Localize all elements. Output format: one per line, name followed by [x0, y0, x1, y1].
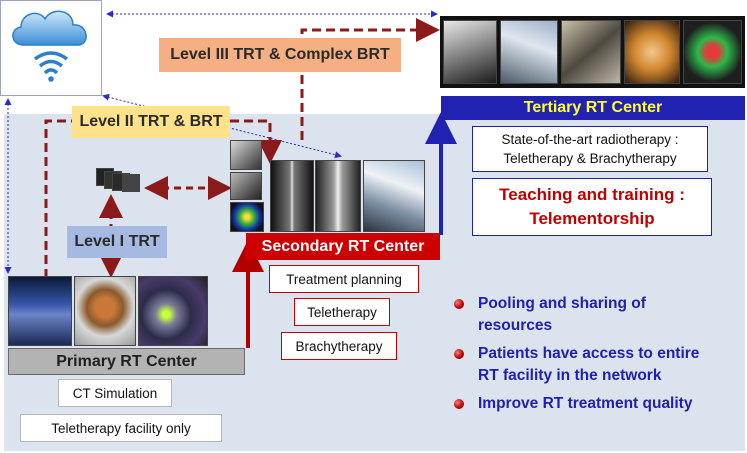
cloud-wifi-icon [12, 10, 87, 82]
benefit-line2: RT facility in the network [478, 367, 662, 384]
tertiary-center-header: Tertiary RT Center [441, 96, 745, 120]
ct-simulation-box: CT Simulation [58, 379, 172, 407]
level3-label: Level III TRT & Complex BRT [159, 38, 401, 72]
xray-spine-image-2 [315, 160, 361, 232]
benefit-line1: Pooling and sharing of [478, 295, 646, 312]
ct-scan-image [8, 276, 72, 346]
brachytherapy-box: Brachytherapy [281, 332, 397, 360]
teaching-training-box: Teaching and training : Telementorship [472, 178, 712, 236]
teaching-line2: Telementorship [529, 209, 655, 228]
linac-image-2 [500, 20, 558, 84]
level2-arrow [44, 119, 270, 278]
ct-scanner-image [138, 276, 208, 346]
brachytherapy-image [624, 20, 680, 84]
planning-image-1 [230, 140, 262, 170]
tertiary-description-line1: State-of-the-art radiotherapy : [501, 132, 679, 147]
linac-image-1 [443, 20, 497, 84]
benefits-list: Pooling and sharing of resources Patient… [454, 293, 742, 415]
planning-image-2 [230, 172, 262, 200]
tertiary-equipment-images [440, 16, 745, 88]
secondary-small-images [230, 140, 268, 232]
benefit-line1: Patients have access to entire [478, 345, 700, 362]
bullet-icon [454, 299, 464, 309]
bullet-icon [454, 399, 464, 409]
tertiary-description-line2: Teletherapy & Brachytherapy [503, 151, 677, 166]
cloud-server-box [0, 0, 102, 96]
level3-arrow [300, 30, 434, 140]
primary-center-header: Primary RT Center [8, 348, 245, 375]
secondary-center-header: Secondary RT Center [246, 233, 440, 260]
bullet-icon [454, 349, 464, 359]
treatment-planning-box: Treatment planning [269, 265, 419, 293]
benefit-item: Pooling and sharing of resources [454, 293, 742, 337]
teaching-line1: Teaching and training : [499, 185, 685, 204]
benefit-item: Improve RT treatment quality [454, 393, 742, 415]
level2-label: Level II TRT & BRT [72, 106, 230, 138]
film-4 [122, 174, 140, 192]
benefit-item: Patients have access to entire RT facili… [454, 343, 742, 387]
treatment-room-image [561, 20, 621, 84]
tertiary-description-box: State-of-the-art radiotherapy : Telether… [472, 126, 708, 172]
level1-film-images [96, 168, 144, 192]
benefit-line2: resources [478, 317, 553, 334]
level1-label: Level I TRT [67, 226, 167, 258]
dose-distribution-image [683, 20, 742, 84]
teletherapy-box: Teletherapy [294, 298, 390, 326]
xray-spine-image-1 [270, 160, 314, 232]
secondary-linac-image [363, 160, 425, 232]
planning-image-3 [230, 202, 264, 232]
benefit-line1: Improve RT treatment quality [478, 395, 693, 412]
patient-mask-image [74, 276, 136, 346]
teletherapy-only-box: Teletherapy facility only [20, 414, 222, 442]
